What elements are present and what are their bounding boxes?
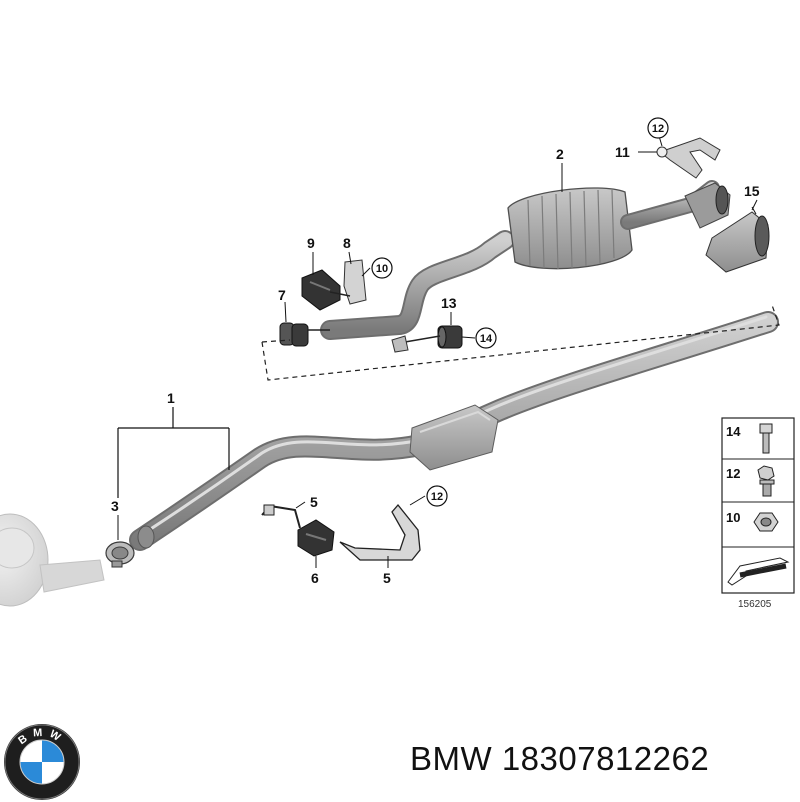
callout-3: 3 [111,498,119,514]
svg-text:14: 14 [480,333,493,345]
svg-text:10: 10 [376,263,388,275]
callout-8: 8 [343,235,351,251]
callout-7: 7 [278,287,286,303]
diagram-reference-number: 156205 [738,599,772,610]
brand-name: BMW [410,740,493,777]
circled-callout-14: 14 [475,327,497,349]
fastener-legend: 14 12 10 [721,417,795,594]
flange-bolt-icon [757,465,775,497]
callout-9: 9 [307,235,315,251]
circled-callout-12-top: 12 [647,117,669,139]
callout-11: 11 [615,144,630,160]
circled-callout-10: 10 [371,257,393,279]
legend-number-12: 12 [726,466,740,481]
hanger-part-5-left[interactable] [261,504,301,529]
part-identification: BMW 18307812262 [410,740,795,784]
engine-ghost [0,513,105,607]
rubber-mount-part-13[interactable] [391,325,463,353]
clamp-part-3[interactable] [105,541,135,568]
callout-2: 2 [556,146,564,162]
callout-6: 6 [311,570,319,586]
legend-number-10: 10 [726,510,740,525]
callout-5-upper: 5 [310,494,318,510]
tailpipe-trim-part-15[interactable] [705,206,770,273]
callout-13: 13 [441,295,457,311]
legend-number-14: 14 [726,424,741,439]
rubber-bushing-part-7[interactable] [279,322,330,347]
bolt-icon [759,423,773,454]
rubber-mount-part-9[interactable] [301,269,341,311]
svg-text:12: 12 [431,491,443,503]
leader-lines [117,135,758,568]
assembly-frame [261,304,780,381]
bmw-logo: BMW [4,724,80,800]
bracket-part-5-right[interactable] [339,503,421,561]
front-pipe-part-1[interactable] [129,311,779,551]
bracket-part-11[interactable] [656,137,721,179]
callout-5-lower: 5 [383,570,391,586]
catalytic-converter [409,404,499,471]
part-number: 18307812262 [501,740,710,777]
circled-callout-12-lower: 12 [426,485,448,507]
hanger-part-8[interactable] [329,259,367,305]
rear-silencer-part-2[interactable] [320,180,731,340]
hex-nut-icon [753,512,779,532]
rubber-mount-part-6[interactable] [297,519,335,557]
svg-text:12: 12 [652,123,664,135]
callout-15: 15 [744,183,760,199]
part-1-bracket-lines [117,407,230,498]
forward-arrow-icon [727,557,790,586]
callout-1: 1 [167,390,175,406]
